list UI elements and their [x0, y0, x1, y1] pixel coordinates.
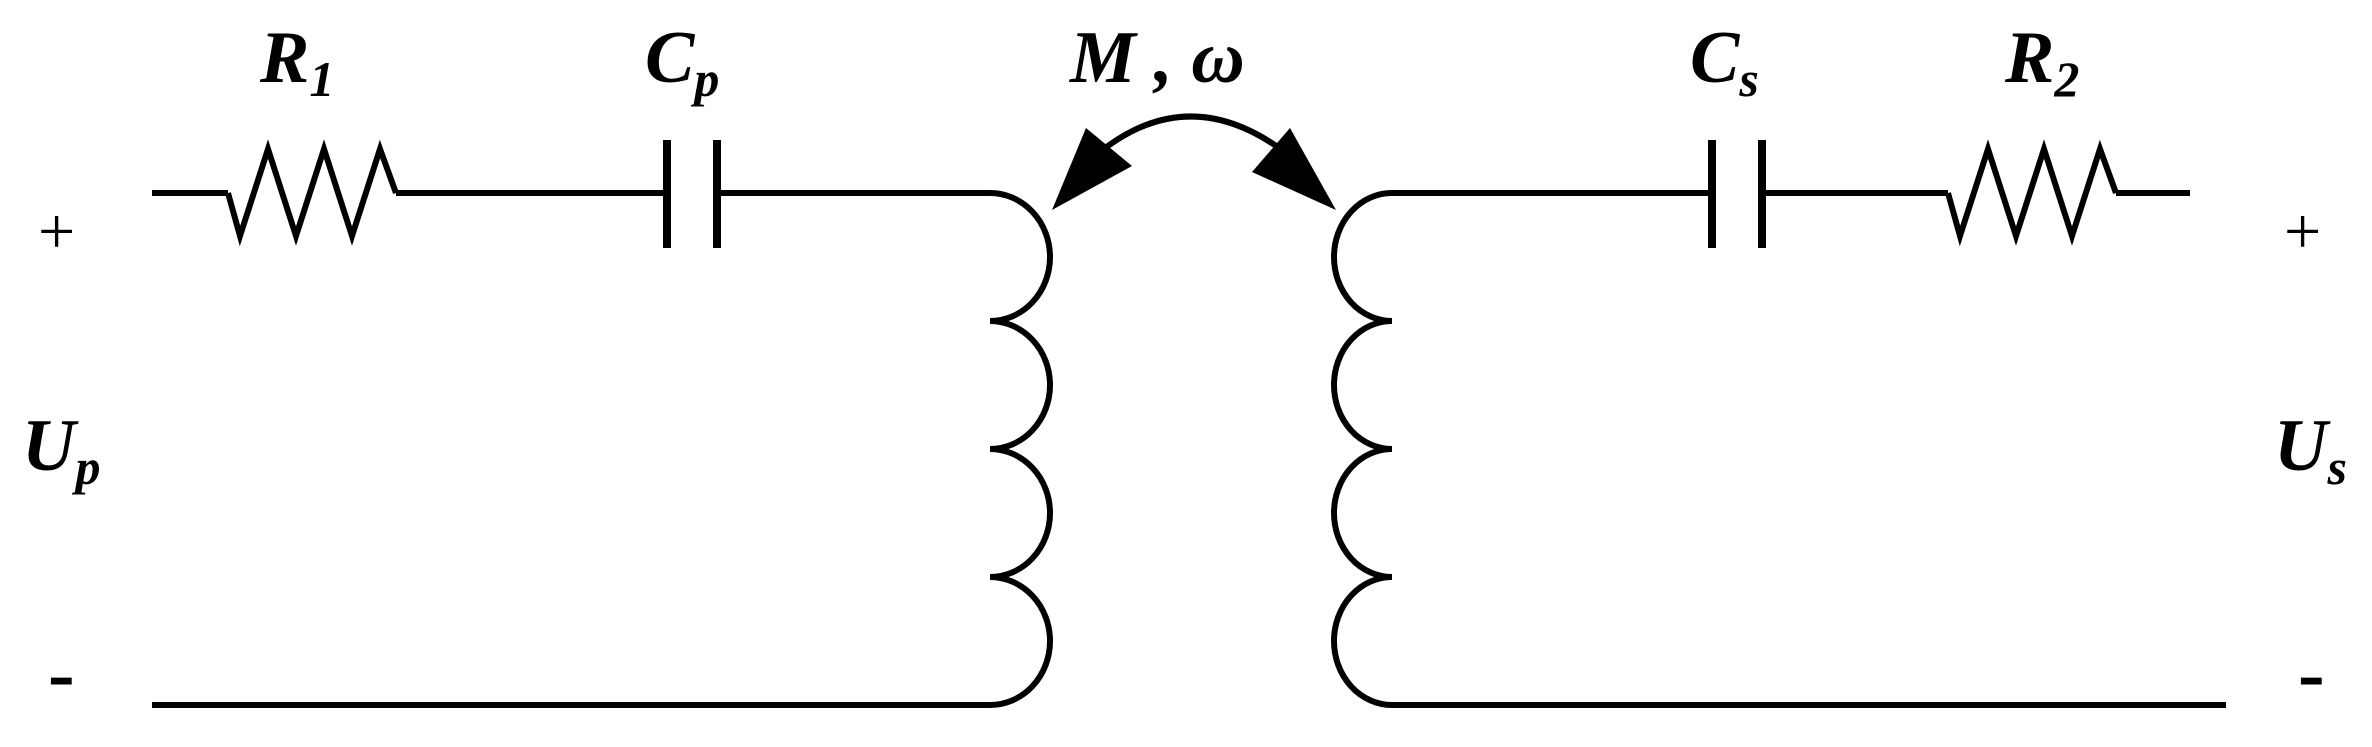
- label-r2: R2: [2004, 17, 2079, 107]
- label-cp: Cp: [645, 17, 719, 107]
- label-r2-sub: 2: [2053, 51, 2079, 107]
- label-us-main: U: [2274, 405, 2331, 487]
- primary-coil: [989, 190, 1053, 708]
- arrowhead-right-icon: [1252, 128, 1336, 210]
- resistor-r2: [1945, 139, 2119, 247]
- mutual-coupling-arc: [1098, 113, 1284, 155]
- resistor-r1: [225, 139, 399, 247]
- label-r1-main: R: [259, 17, 309, 99]
- secondary-plus-sign: +: [2284, 195, 2321, 268]
- label-up-sub: p: [71, 439, 100, 495]
- label-r1: R1: [259, 17, 334, 107]
- label-mutual: M , ω: [1069, 17, 1245, 99]
- label-up-main: U: [22, 405, 79, 487]
- primary-minus-sign: -: [48, 630, 75, 718]
- secondary-coil: [1331, 190, 1393, 708]
- label-r1-sub: 1: [309, 51, 334, 107]
- label-r2-main: R: [2004, 17, 2054, 99]
- label-cp-sub: p: [690, 51, 719, 107]
- arrowhead-left-icon: [1052, 128, 1132, 210]
- primary-plus-sign: +: [38, 195, 75, 268]
- label-us-sub: s: [2326, 439, 2346, 495]
- secondary-minus-sign: -: [2298, 630, 2325, 718]
- label-cs: Cs: [1690, 17, 1759, 107]
- label-us: Us: [2274, 405, 2347, 495]
- label-cp-main: C: [645, 17, 696, 99]
- label-up: Up: [22, 405, 100, 495]
- label-cs-sub: s: [1738, 51, 1758, 107]
- label-cs-main: C: [1690, 17, 1741, 99]
